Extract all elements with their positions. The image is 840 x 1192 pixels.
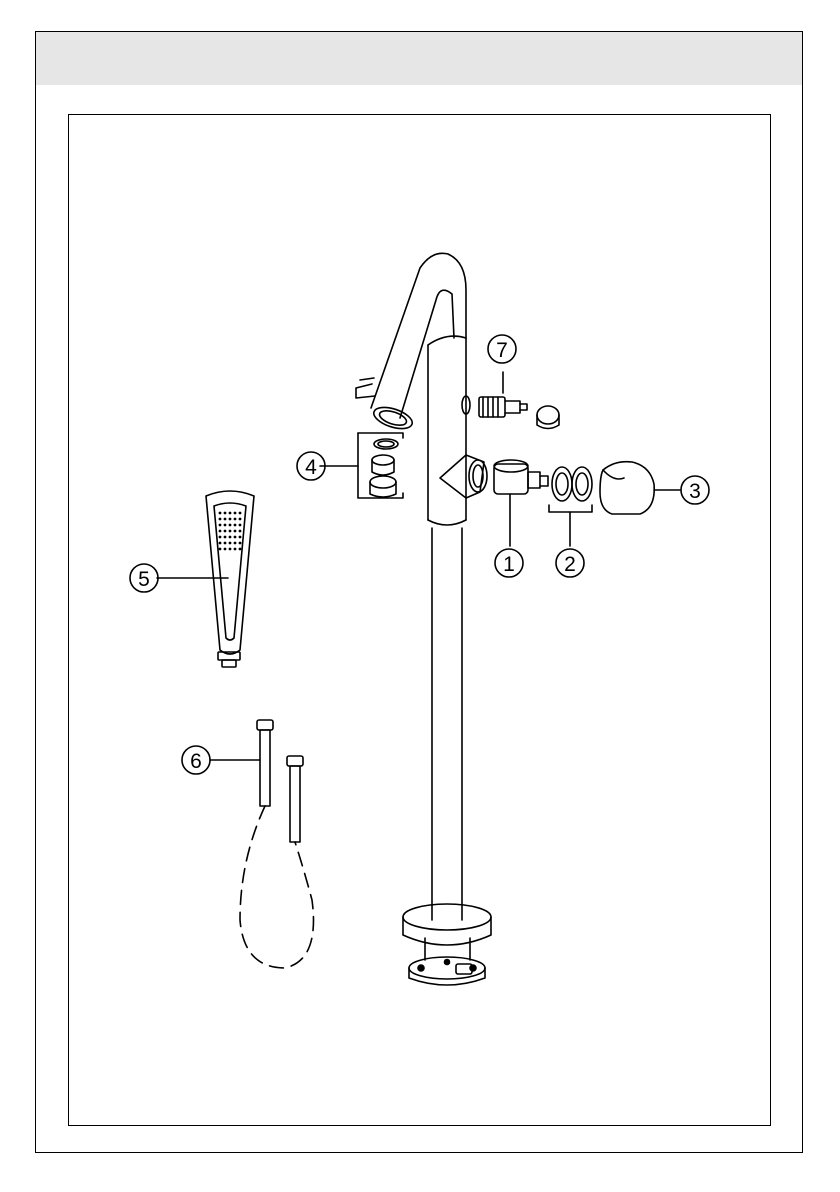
aerator <box>320 433 403 498</box>
callout-label-4: 4 <box>305 456 317 479</box>
callout-label-3: 3 <box>689 480 701 503</box>
lever-handle <box>600 462 680 514</box>
callout-label-1: 1 <box>503 553 515 576</box>
callout-label-5: 5 <box>138 568 150 591</box>
callout-label-7: 7 <box>496 339 508 362</box>
cartridge <box>494 460 548 546</box>
hand-shower <box>157 491 254 667</box>
callout-label-2: 2 <box>564 553 576 576</box>
shower-hose <box>210 720 313 968</box>
callout-label-6: 6 <box>190 750 202 773</box>
sleeve-set <box>549 467 592 546</box>
faucet-body <box>356 253 491 985</box>
diverter-assembly <box>479 372 559 429</box>
